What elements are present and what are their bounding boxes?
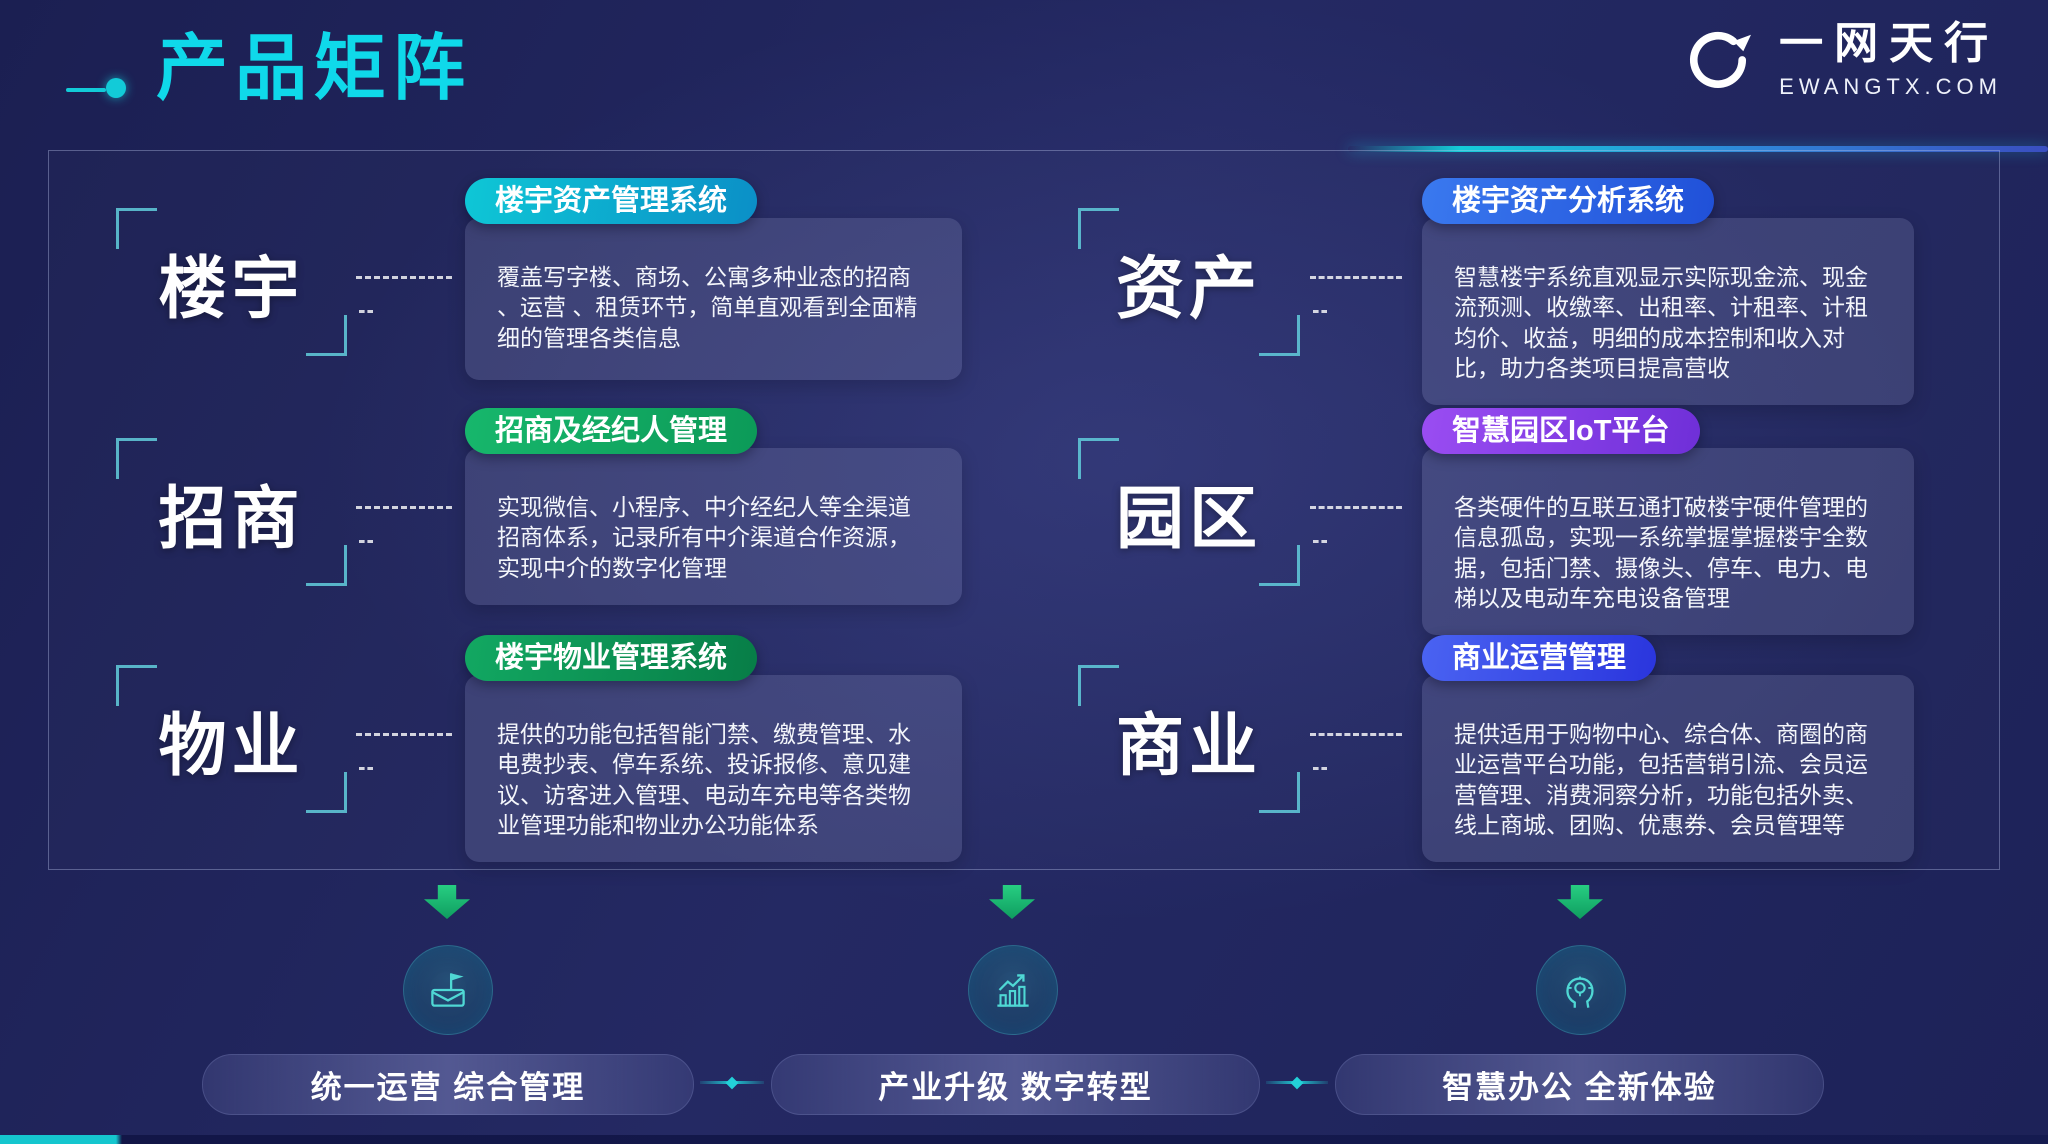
corner-bracket-bottom-right <box>1259 315 1300 356</box>
dashed-connector <box>1310 733 1402 736</box>
connector-line <box>700 1081 764 1084</box>
product-matrix-panel: 楼宇 楼宇资产管理系统 覆盖写字楼、商场、公寓多种业态的招商 、运营 、租赁环节… <box>48 150 2000 870</box>
dashed-connector-short <box>1313 310 1327 313</box>
flow-label-industry-upgrade: 产业升级 数字转型 <box>771 1054 1260 1115</box>
category-frame: 资产 <box>1078 208 1300 356</box>
flow-icon-circle <box>968 945 1058 1035</box>
product-pill: 智慧园区IoT平台 <box>1422 408 1700 454</box>
product-pill: 楼宇资产分析系统 <box>1422 178 1715 224</box>
growth-chart-icon <box>997 974 1029 1007</box>
brand-bird-logo-icon <box>1690 32 1752 89</box>
dashed-connector <box>1310 276 1402 279</box>
brand-name: 一网天行 <box>1779 19 2000 68</box>
corner-bracket-bottom-right <box>1259 545 1300 586</box>
product-card: 智慧楼宇系统直观显示实际现金流、现金流预测、收缴率、出租率、计租率、计租均价、收… <box>1422 218 1914 406</box>
product-pill: 楼宇物业管理系统 <box>465 635 758 681</box>
product-description: 智慧楼宇系统直观显示实际现金流、现金流预测、收缴率、出租率、计租率、计租均价、收… <box>1454 264 1868 382</box>
product-description: 覆盖写字楼、商场、公寓多种业态的招商 、运营 、租赁环节，简单直观看到全面精细的… <box>497 264 918 351</box>
category-frame: 园区 <box>1078 438 1300 586</box>
corner-bracket-top-left <box>116 208 157 249</box>
corner-bracket-top-left <box>1078 438 1119 479</box>
dashed-connector-short <box>359 310 373 313</box>
category-frame: 楼宇 <box>116 208 347 356</box>
category-label: 资产 <box>1115 250 1262 327</box>
category-label: 招商 <box>158 480 305 557</box>
category-frame: 招商 <box>116 438 347 586</box>
mail-flag-icon <box>431 973 465 1007</box>
corner-bracket-top-left <box>116 665 157 706</box>
page-title: 产品矩阵 <box>156 29 473 109</box>
category-label: 商业 <box>1115 707 1262 784</box>
category-frame: 物业 <box>116 665 347 813</box>
flow-icon-circle <box>1536 945 1626 1035</box>
dashed-connector-short <box>1313 540 1327 543</box>
down-arrow <box>1557 885 1603 919</box>
corner-bracket-bottom-right <box>306 545 347 586</box>
down-arrow <box>424 885 470 919</box>
product-description: 实现微信、小程序、中介经纪人等全渠道招商体系，记录所有中介渠道合作资源，实现中介… <box>497 494 911 581</box>
bottom-accent-bar <box>0 1135 2048 1144</box>
title-accent-line <box>66 88 106 92</box>
product-description: 提供适用于购物中心、综合体、商圈的商业运营平台功能，包括营销引流、会员运营管理、… <box>1454 721 1868 839</box>
product-pill: 招商及经纪人管理 <box>465 408 758 454</box>
dashed-connector-short <box>1313 767 1327 770</box>
product-card: 各类硬件的互联互通打破楼宇硬件管理的信息孤岛，实现一系统掌握掌握楼宇全数据，包括… <box>1422 448 1914 636</box>
product-description: 各类硬件的互联互通打破楼宇硬件管理的信息孤岛，实现一系统掌握掌握楼宇全数据，包括… <box>1454 494 1868 612</box>
dashed-connector <box>1310 506 1402 509</box>
product-card: 覆盖写字楼、商场、公寓多种业态的招商 、运营 、租赁环节，简单直观看到全面精细的… <box>465 218 962 380</box>
corner-bracket-bottom-right <box>1259 772 1300 813</box>
down-arrow <box>989 885 1035 919</box>
dashed-connector-short <box>359 767 373 770</box>
product-card: 实现微信、小程序、中介经纪人等全渠道招商体系，记录所有中介渠道合作资源，实现中介… <box>465 448 962 606</box>
corner-bracket-bottom-right <box>306 315 347 356</box>
category-label: 物业 <box>158 707 305 784</box>
brand-domain: EWANGTX.COM <box>1779 74 2002 100</box>
dashed-connector-short <box>359 540 373 543</box>
corner-bracket-top-left <box>116 438 157 479</box>
title-accent-dot <box>106 78 126 98</box>
product-card: 提供的功能包括智能门禁、缴费管理、水电费抄表、停车系统、投诉报修、意见建议、访客… <box>465 675 962 863</box>
product-pill: 楼宇资产管理系统 <box>465 178 758 224</box>
category-label: 园区 <box>1115 480 1262 557</box>
connector-line <box>1266 1081 1328 1084</box>
dashed-connector <box>356 733 452 736</box>
flow-label-smart-office: 智慧办公 全新体验 <box>1335 1054 1824 1115</box>
header-gradient-line <box>1348 146 2048 152</box>
dashed-connector <box>356 276 452 279</box>
smart-mind-icon <box>1566 976 1594 1008</box>
product-card: 提供适用于购物中心、综合体、商圈的商业运营平台功能，包括营销引流、会员运营管理、… <box>1422 675 1914 863</box>
corner-bracket-bottom-right <box>306 772 347 813</box>
flow-icon-circle <box>403 945 493 1035</box>
corner-bracket-top-left <box>1078 665 1119 706</box>
flow-label-unified-operation: 统一运营 综合管理 <box>202 1054 694 1115</box>
dashed-connector <box>356 506 452 509</box>
brand-block: 一网天行 EWANGTX.COM <box>1677 19 2002 100</box>
product-pill: 商业运营管理 <box>1422 635 1657 681</box>
category-frame: 商业 <box>1078 665 1300 813</box>
product-description: 提供的功能包括智能门禁、缴费管理、水电费抄表、停车系统、投诉报修、意见建议、访客… <box>497 721 911 839</box>
corner-bracket-top-left <box>1078 208 1119 249</box>
category-label: 楼宇 <box>158 250 305 327</box>
